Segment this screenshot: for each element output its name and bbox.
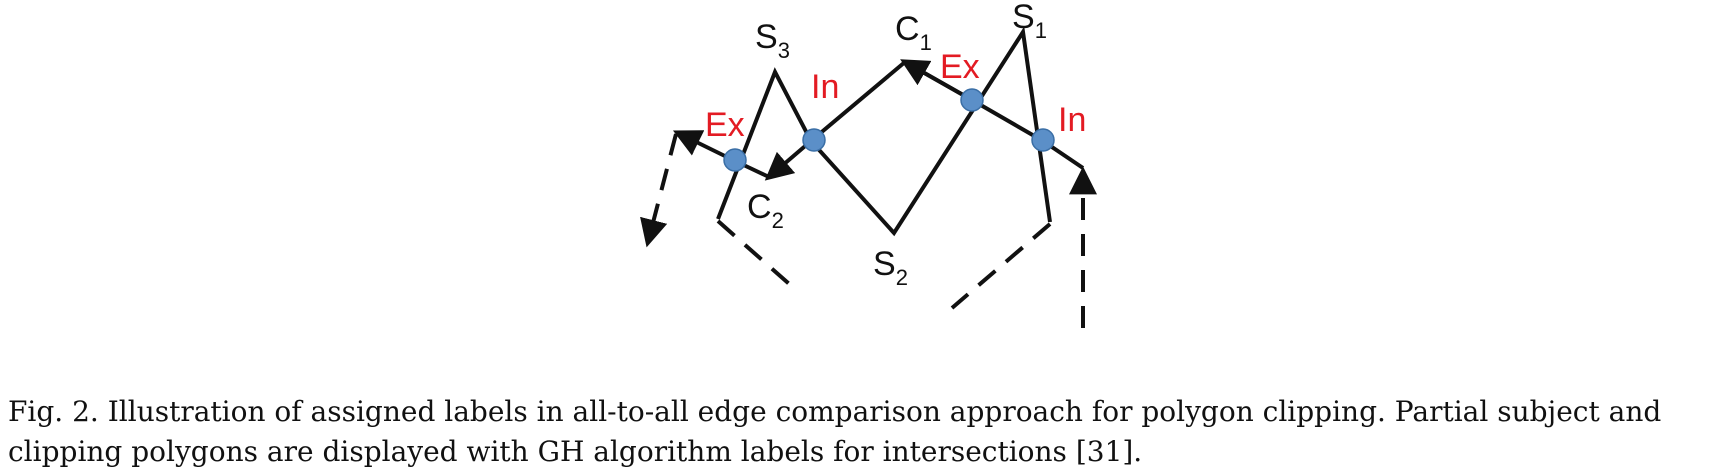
intersection-point-1 — [723, 148, 747, 172]
vertex-label-s1: S1 — [1012, 0, 1047, 43]
vertex-label-s2: S2 — [873, 245, 908, 290]
subject-dashed-left — [716, 219, 798, 292]
intersection-point-3 — [960, 88, 984, 112]
vertex-label-c1: C1 — [895, 10, 932, 55]
vertex-label-c2: C2 — [747, 188, 784, 233]
clip-edge-c1-arrow — [900, 59, 973, 102]
intersection-point-2 — [802, 128, 826, 152]
intersection-label-3: Ex — [940, 48, 980, 86]
subject-dashed-right — [950, 222, 1052, 310]
intersection-label-2: In — [811, 68, 839, 106]
figure-caption: Fig. 2. Illustration of assigned labels … — [8, 395, 1662, 468]
vertex-label-s3: S3 — [755, 18, 790, 63]
clip-dashed-left — [640, 133, 678, 248]
intersection-label-4: In — [1058, 101, 1086, 139]
intersection-point-4 — [1031, 128, 1055, 152]
intersection-label-1: Ex — [705, 106, 745, 144]
subject-polygon-edges — [716, 26, 1052, 237]
polygon-clipping-diagram: Ex In Ex In S3 C1 S1 C2 S2 — [640, 0, 1097, 328]
